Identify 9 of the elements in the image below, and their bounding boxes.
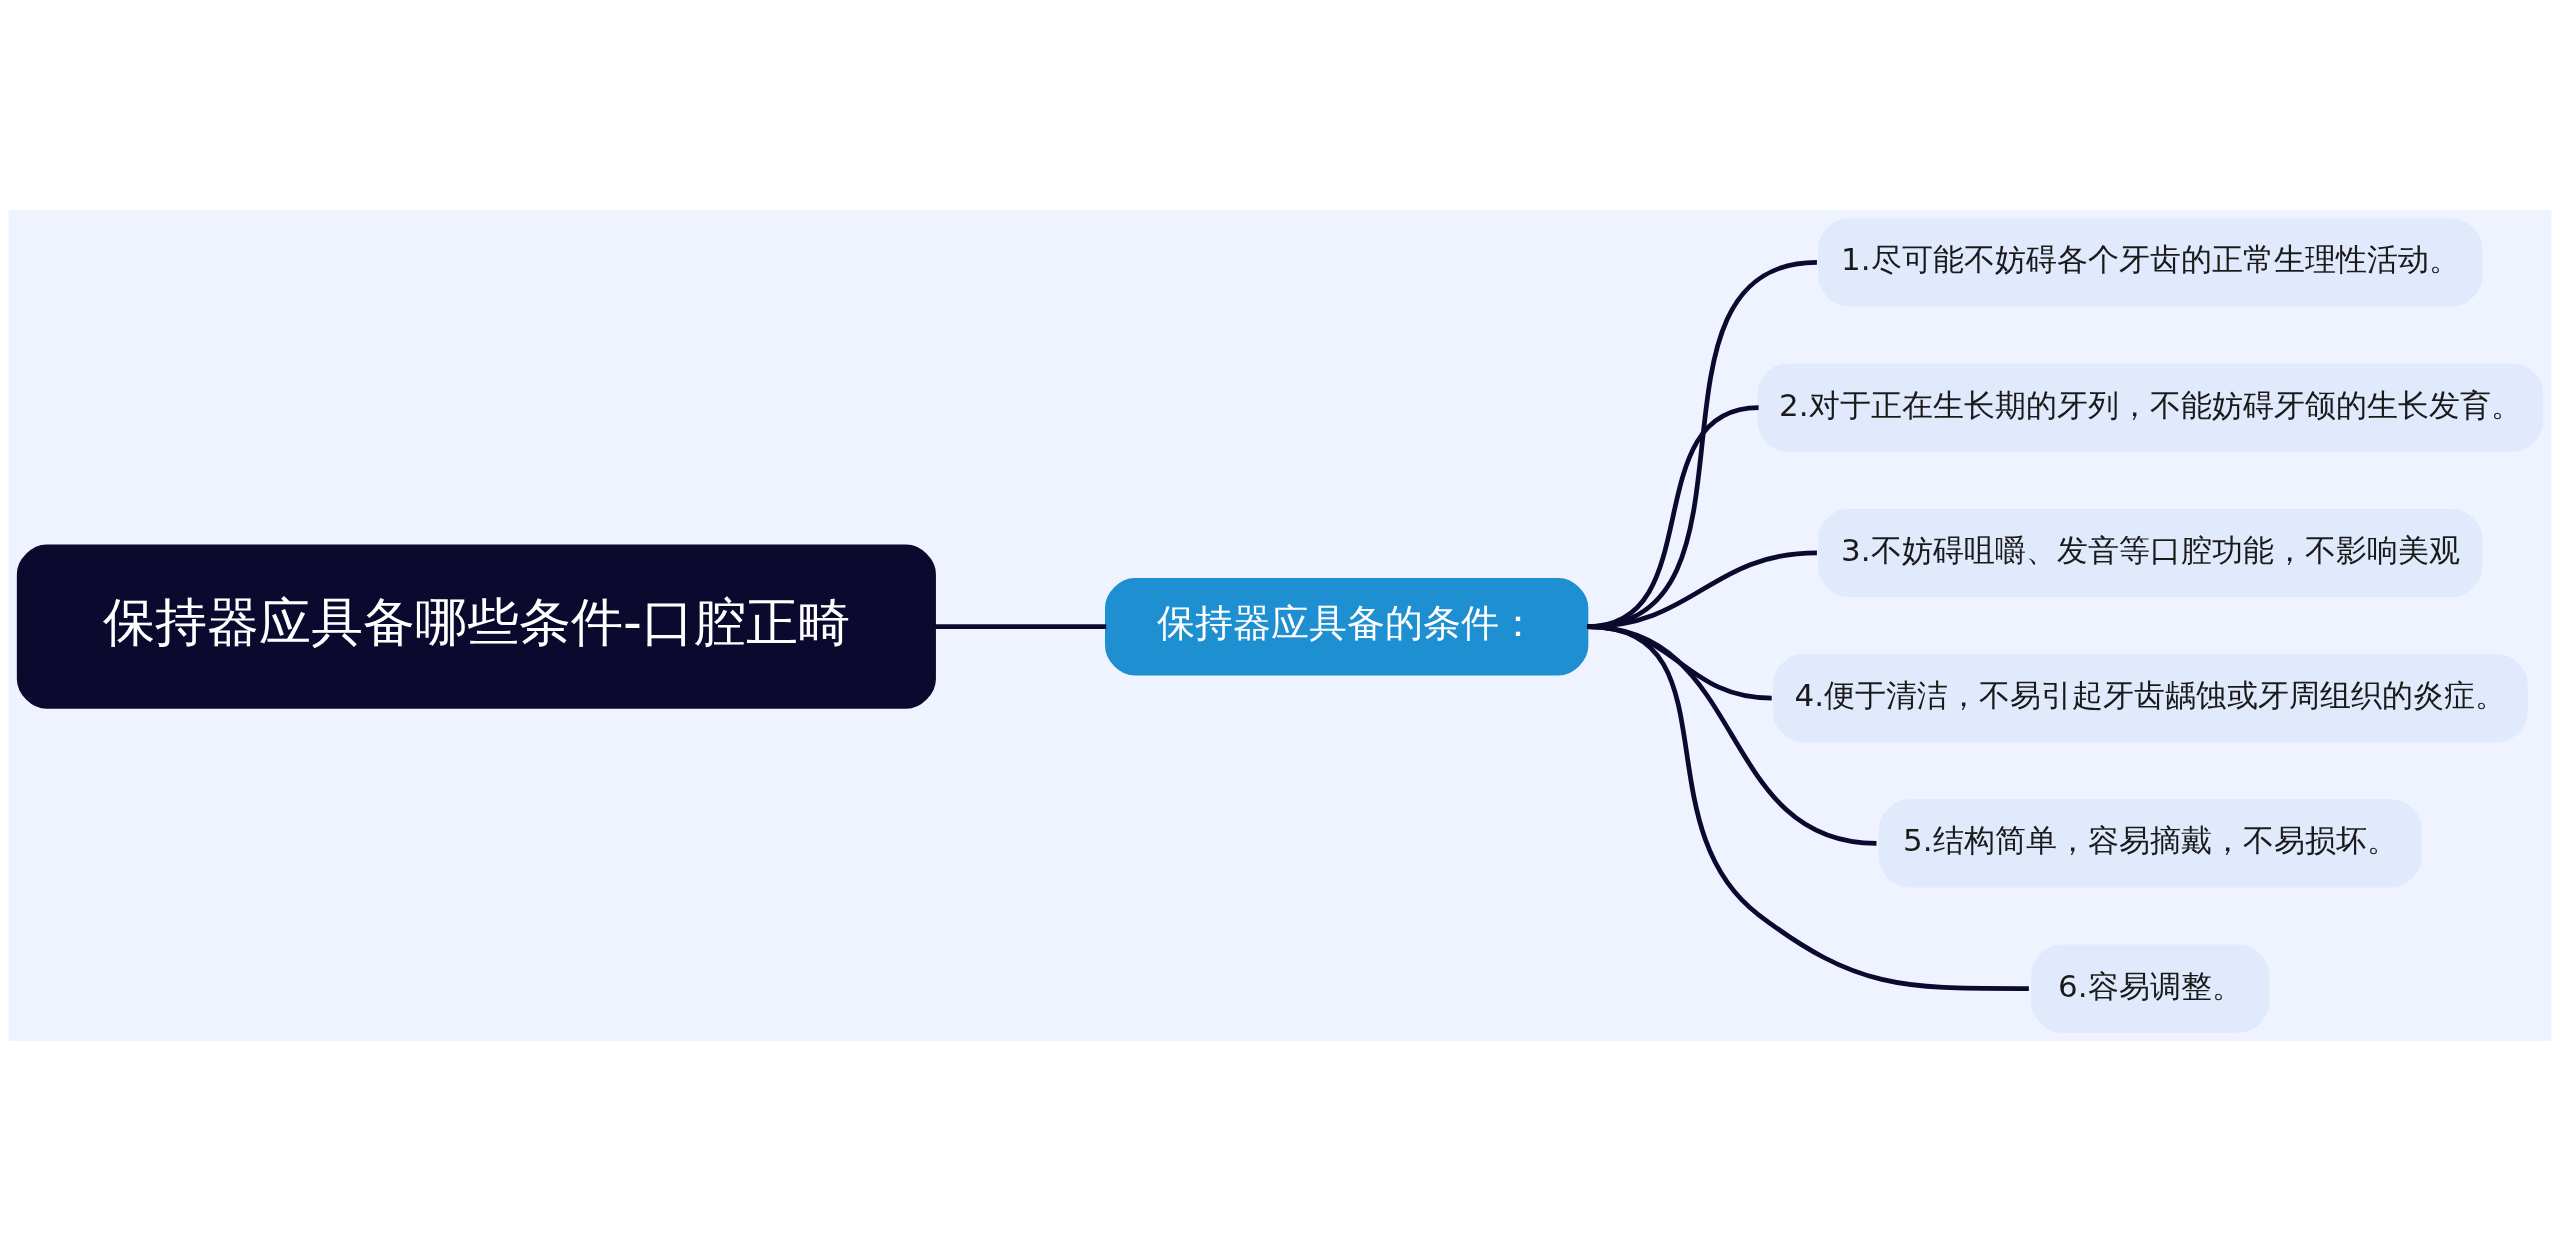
node-box: 1.尽可能不妨碍各个牙齿的正常生理性活动。 bbox=[1818, 218, 2483, 307]
node-box: 4.便于清洁，不易引起牙齿龋蚀或牙周组织的炎症。 bbox=[1772, 654, 2528, 743]
node-box: 保持器应具备的条件： bbox=[1105, 577, 1589, 676]
connector bbox=[934, 624, 1107, 630]
node-box: 2.对于正在生长期的牙列，不能妨碍牙颌的生长发育。 bbox=[1757, 363, 2544, 452]
connector bbox=[1586, 624, 2029, 991]
node-box: 3.不妨碍咀嚼、发音等口腔功能，不影响美观 bbox=[1818, 508, 2483, 597]
node-box: 保持器应具备哪些条件-口腔正畸 bbox=[16, 544, 936, 709]
node-box: 5.结构简单，容易摘戴，不易损坏。 bbox=[1878, 799, 2422, 888]
